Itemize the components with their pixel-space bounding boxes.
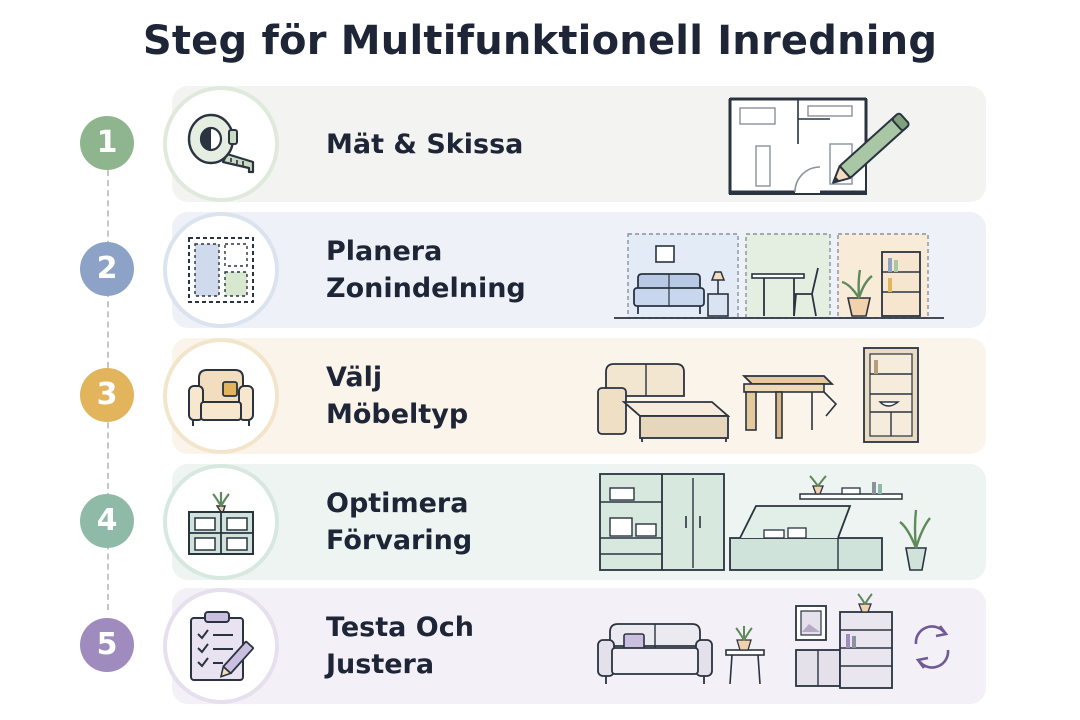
- checklist-icon: [190, 611, 254, 681]
- step-1-label: Mät & Skissa: [326, 84, 586, 204]
- step-4-label-line2: Förvaring: [326, 525, 473, 556]
- step-3-band: [172, 338, 986, 454]
- step-5-number: 5: [80, 618, 134, 672]
- step-2-label-line2: Zonindelning: [326, 273, 526, 304]
- step-1-label-line1: Mät & Skissa: [326, 128, 524, 160]
- step-5-label-line2: Justera: [326, 649, 435, 680]
- step-1: 1 Mät & Skissa: [0, 84, 1080, 204]
- tape-measure-icon: [187, 113, 255, 174]
- step-5: 5 Testa Och Justera: [0, 586, 1080, 706]
- step-3-icon-circle: [163, 338, 279, 454]
- step-2-label: Planera Zonindelning: [326, 210, 586, 330]
- furniture-types-illustration: [597, 347, 919, 443]
- step-4: 4 Optimera Förvaring: [0, 462, 1080, 582]
- step-5-label: Testa Och Justera: [326, 586, 586, 706]
- step-3-label: Välj Möbeltyp: [326, 336, 586, 456]
- zone-grid-icon: [188, 237, 254, 303]
- step-1-icon-circle: [163, 86, 279, 202]
- step-4-number: 4: [80, 494, 134, 548]
- step-2: 2 Planera Zonindelning: [0, 210, 1080, 330]
- step-2-icon-circle: [163, 212, 279, 328]
- step-3-label-line1: Välj: [326, 362, 383, 393]
- step-5-label-line1: Testa Och: [326, 612, 474, 643]
- floor-plan-with-pencil-illustration: [728, 97, 910, 195]
- step-2-number: 2: [80, 242, 134, 296]
- step-3: 3 Välj Möbeltyp: [0, 336, 1080, 456]
- step-4-label-line1: Optimera: [326, 488, 469, 519]
- step-3-number: 3: [80, 368, 134, 422]
- storage-shelf-icon: [188, 492, 254, 555]
- step-1-number: 1: [80, 116, 134, 170]
- step-4-label: Optimera Förvaring: [326, 462, 586, 582]
- step-4-icon-circle: [163, 464, 279, 580]
- page-title: Steg för Multifunktionell Inredning: [142, 18, 938, 64]
- zone-planning-illustration: [614, 233, 944, 319]
- step-2-label-line1: Planera: [326, 236, 443, 267]
- armchair-icon: [188, 369, 254, 426]
- storage-optimization-illustration: [599, 473, 931, 571]
- step-3-label-line2: Möbeltyp: [326, 399, 469, 430]
- step-5-icon-circle: [163, 588, 279, 704]
- test-and-adjust-illustration: [597, 593, 950, 689]
